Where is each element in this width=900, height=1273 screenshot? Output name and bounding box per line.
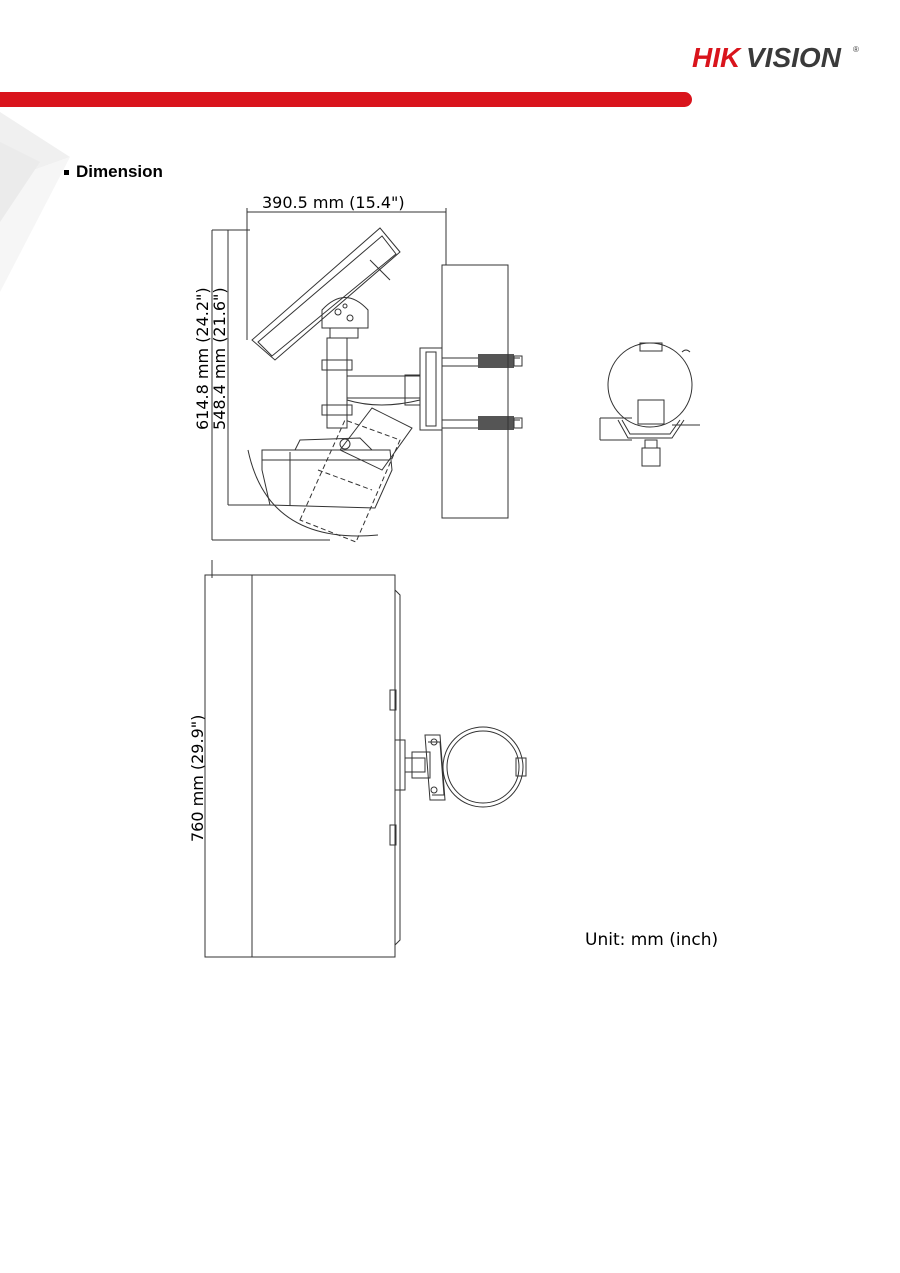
- length-label: 760 mm (29.9"): [188, 715, 207, 842]
- logo-wordmark: HIK VISION ®: [692, 42, 859, 73]
- horizontal-arm: [346, 374, 421, 406]
- logo-registered-mark: ®: [853, 45, 859, 54]
- header-red-bar: [0, 92, 692, 107]
- rotation-arc: [247, 449, 379, 537]
- bullet-icon: [64, 169, 69, 175]
- top-view-bracket: [394, 734, 446, 801]
- top-view-pole: [442, 726, 527, 808]
- unit-note: Unit: mm (inch): [585, 930, 719, 950]
- tilted-panel: [251, 227, 401, 361]
- top-view-housing: [204, 574, 401, 958]
- camera-housing: [261, 437, 393, 509]
- end-view-pole: [599, 342, 700, 467]
- section-title-text: Dimension: [76, 162, 163, 181]
- tilt-bracket: [321, 297, 369, 339]
- height-total-label: 614.8 mm (24.2"): [193, 287, 212, 430]
- decorative-triangles: [0, 112, 70, 292]
- logo-red-part: HIK: [692, 42, 742, 73]
- section-title: Dimension: [64, 162, 163, 182]
- hikvision-logo: HIK VISION ®: [692, 40, 862, 74]
- logo-rest-part: VISION: [746, 42, 842, 73]
- pole-clamp: [419, 347, 523, 431]
- mounting-pole-side: [441, 264, 509, 519]
- tilted-camera-upper: [339, 407, 413, 471]
- vertical-pole: [321, 337, 353, 429]
- width-label: 390.5 mm (15.4"): [262, 193, 405, 212]
- height-inner-label: 548.4 mm (21.6"): [210, 287, 229, 430]
